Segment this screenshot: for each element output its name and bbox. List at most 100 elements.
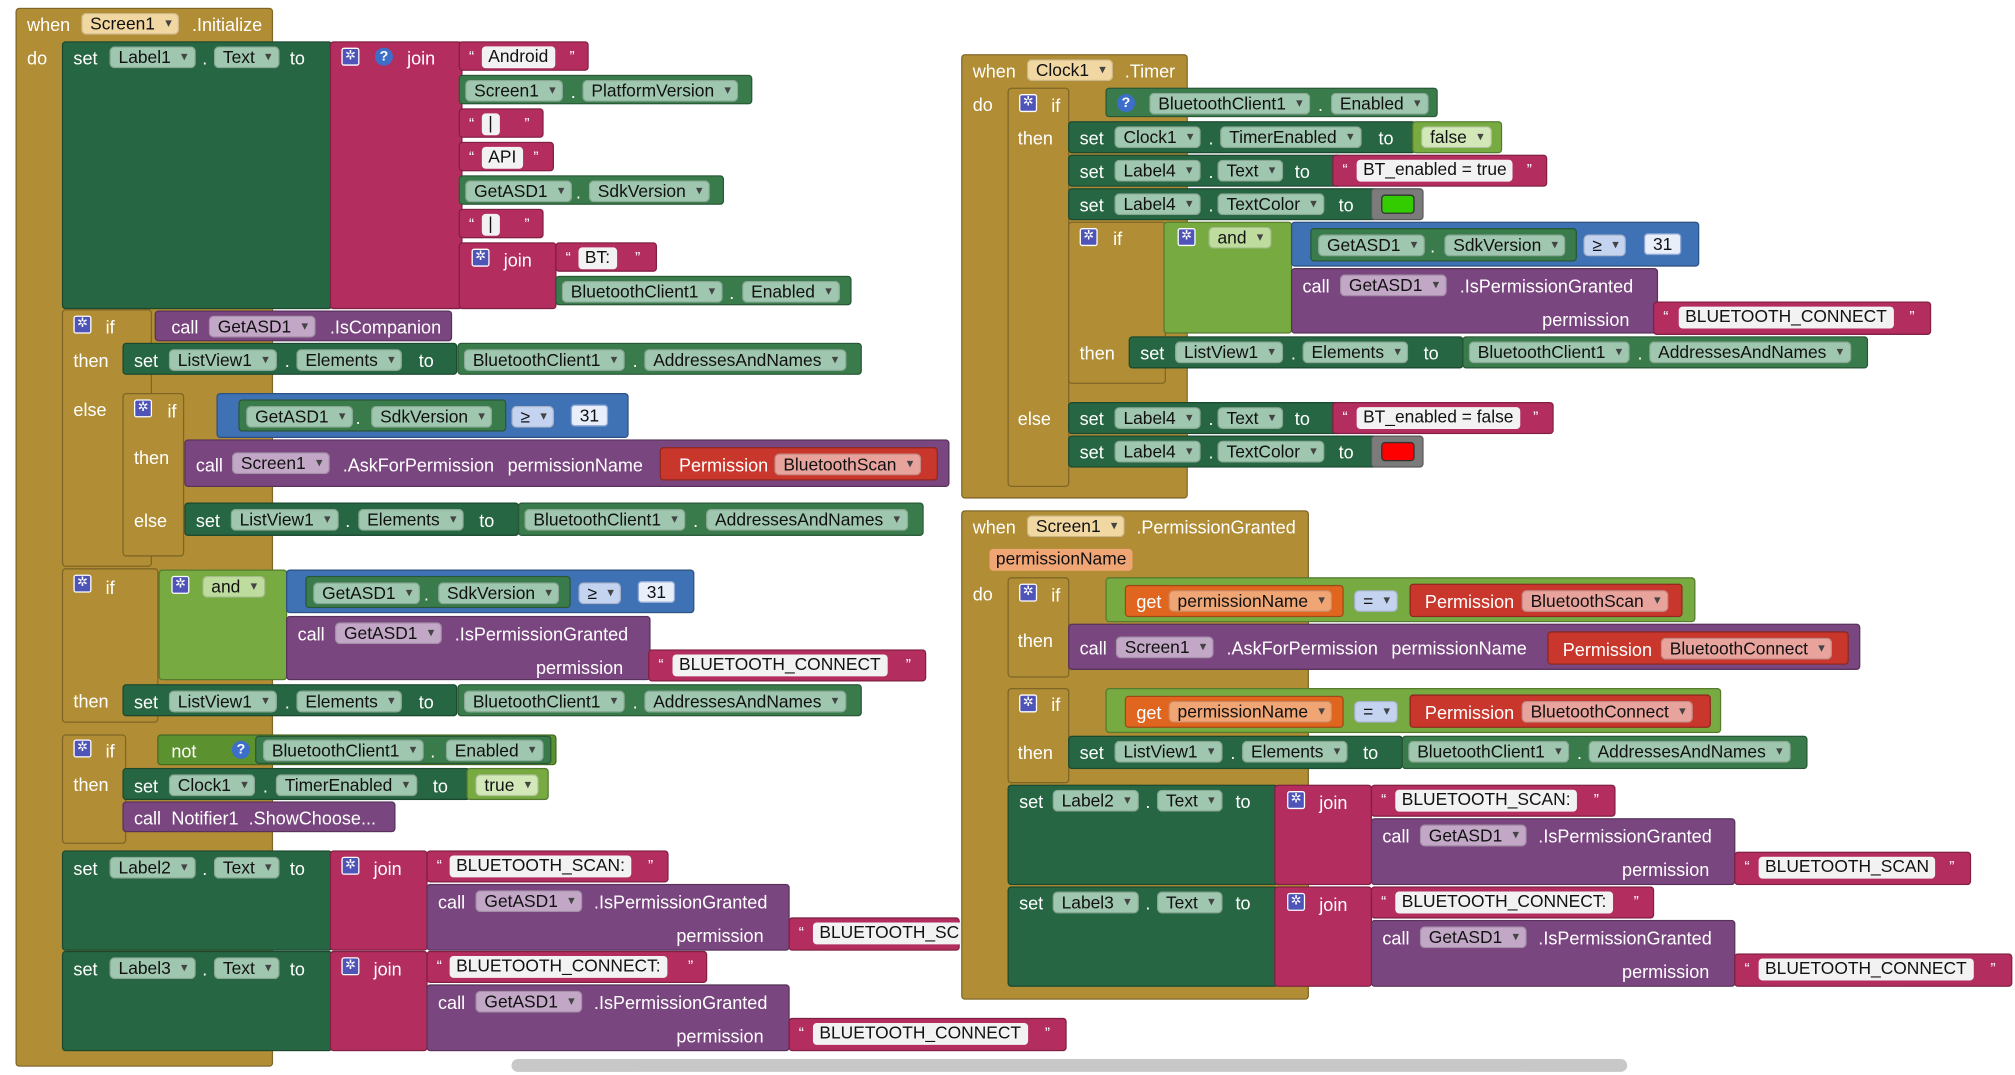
getasd1-dropdown[interactable]: GetASD1 — [1317, 234, 1425, 257]
elements-dropdown[interactable]: Elements — [296, 690, 403, 713]
geq-operator-dropdown[interactable]: ≥ — [1583, 234, 1627, 257]
text-value-android[interactable]: Android — [481, 46, 555, 69]
set-label3-text-block[interactable] — [61, 950, 333, 1052]
bluetoothscan-dropdown[interactable]: BluetoothScan — [774, 453, 921, 476]
screen1-dropdown[interactable]: Screen1 — [81, 12, 180, 35]
bluetoothclient1-dropdown[interactable]: BluetoothClient1 — [1468, 341, 1630, 364]
false-dropdown[interactable]: false — [1421, 126, 1492, 149]
gear-icon[interactable]: ✲ — [341, 957, 360, 976]
text-value-bluetooth-connect[interactable]: BLUETOOTH_CONNECT — [1678, 306, 1894, 329]
number-31[interactable]: 31 — [637, 581, 676, 603]
text-value-pipe[interactable]: | — [481, 213, 500, 236]
getasd1-dropdown[interactable]: GetASD1 — [246, 405, 354, 428]
gear-icon[interactable]: ✲ — [1177, 228, 1196, 247]
listview1-dropdown[interactable]: ListView1 — [168, 349, 277, 372]
text-pipe[interactable] — [458, 108, 544, 138]
text-value-bluetooth-scan[interactable]: BLUETOOTH_SCAN — [1758, 856, 1936, 879]
label2-dropdown[interactable]: Label2 — [109, 856, 196, 879]
if-connect-block[interactable] — [1007, 687, 1070, 784]
permissionname-dropdown[interactable]: permissionName — [1168, 700, 1333, 723]
gear-icon[interactable]: ✲ — [1019, 694, 1038, 713]
textcolor-dropdown[interactable]: TextColor — [1217, 193, 1325, 216]
label1-dropdown[interactable]: Label1 — [109, 46, 196, 69]
bluetoothclient1-dropdown[interactable]: BluetoothClient1 — [463, 690, 625, 713]
sdkversion-dropdown[interactable]: SdkVersion — [1444, 234, 1566, 257]
gear-icon[interactable]: ✲ — [133, 399, 153, 418]
text-value-bluetooth-scan-cut[interactable]: BLUETOOTH_SC — [812, 922, 966, 945]
platformversion-dropdown[interactable]: PlatformVersion — [582, 79, 739, 102]
label4-dropdown[interactable]: Label4 — [1114, 193, 1201, 216]
elements-dropdown[interactable]: Elements — [1302, 341, 1409, 364]
addressesandnames-dropdown[interactable]: AddressesAndNames — [706, 508, 908, 531]
and-operator-dropdown[interactable]: and — [202, 575, 265, 598]
listview1-dropdown[interactable]: ListView1 — [230, 508, 339, 531]
horizontal-scrollbar[interactable] — [511, 1059, 1628, 1072]
eq-operator-dropdown[interactable]: = — [1354, 590, 1398, 612]
set-label1-text-block[interactable] — [61, 41, 333, 310]
gear-icon[interactable]: ✲ — [73, 574, 92, 593]
screen1-dropdown[interactable]: Screen1 — [1115, 636, 1215, 659]
text-pipe-2[interactable] — [458, 208, 544, 239]
timerenabled-dropdown[interactable]: TimerEnabled — [1220, 126, 1362, 149]
gear-icon[interactable]: ✲ — [1019, 94, 1038, 113]
bluetoothclient1-dropdown[interactable]: BluetoothClient1 — [561, 280, 723, 303]
number-31[interactable]: 31 — [570, 404, 609, 427]
if-sdkversion-block[interactable] — [122, 392, 185, 557]
help-icon[interactable]: ? — [374, 47, 393, 66]
addressesandnames-dropdown[interactable]: AddressesAndNames — [644, 349, 846, 372]
join-block[interactable] — [329, 41, 463, 310]
label3-dropdown[interactable]: Label3 — [1052, 891, 1139, 914]
text-value-bluetooth-connect[interactable]: BLUETOOTH_CONNECT — [672, 654, 888, 677]
true-dropdown[interactable]: true — [475, 774, 539, 797]
text-value-bluetooth-connect-label[interactable]: BLUETOOTH_CONNECT: — [1395, 891, 1613, 914]
gear-icon[interactable]: ✲ — [73, 315, 92, 334]
gear-icon[interactable]: ✲ — [341, 47, 360, 66]
bluetoothconnect-dropdown[interactable]: BluetoothConnect — [1660, 637, 1833, 660]
gear-icon[interactable]: ✲ — [1287, 892, 1306, 911]
getasd1-dropdown[interactable]: GetASD1 — [1419, 926, 1527, 949]
text-value-bluetooth-connect[interactable]: BLUETOOTH_CONNECT — [1758, 958, 1974, 981]
text-prop-dropdown[interactable]: Text — [1156, 789, 1223, 812]
clock1-dropdown[interactable]: Clock1 — [1114, 126, 1202, 149]
getasd1-dropdown[interactable]: GetASD1 — [475, 990, 583, 1013]
getasd1-dropdown[interactable]: GetASD1 — [475, 890, 583, 913]
getasd1-dropdown[interactable]: GetASD1 — [1339, 274, 1447, 297]
label3-dropdown[interactable]: Label3 — [109, 957, 196, 980]
eq-operator-dropdown[interactable]: = — [1354, 700, 1398, 723]
label4-dropdown[interactable]: Label4 — [1114, 407, 1201, 430]
and-operator-dropdown[interactable]: and — [1208, 226, 1272, 249]
text-value-bt-enabled-true[interactable]: BT_enabled = true — [1356, 159, 1514, 182]
label4-dropdown[interactable]: Label4 — [1114, 159, 1201, 182]
text-value-bluetooth-scan-label[interactable]: BLUETOOTH_SCAN: — [449, 855, 632, 878]
bluetoothclient1-dropdown[interactable]: BluetoothClient1 — [1149, 92, 1311, 115]
sdkversion-dropdown[interactable]: SdkVersion — [588, 180, 711, 203]
elements-dropdown[interactable]: Elements — [358, 508, 465, 531]
text-value-api[interactable]: API — [481, 146, 523, 169]
listview1-dropdown[interactable]: ListView1 — [1114, 740, 1223, 763]
text-value-pipe[interactable]: | — [481, 113, 500, 136]
enabled-dropdown[interactable]: Enabled — [742, 280, 840, 303]
screen1-dropdown[interactable]: Screen1 — [231, 452, 331, 475]
getasd1-dropdown[interactable]: GetASD1 — [313, 582, 421, 605]
gear-icon[interactable]: ✲ — [471, 248, 490, 267]
text-prop-dropdown[interactable]: Text — [1156, 891, 1223, 914]
enabled-dropdown[interactable]: Enabled — [1330, 92, 1429, 115]
help-icon[interactable]: ? — [231, 740, 250, 759]
addressesandnames-dropdown[interactable]: AddressesAndNames — [1649, 341, 1851, 364]
sdkversion-dropdown[interactable]: SdkVersion — [438, 582, 560, 605]
bluetoothscan-dropdown[interactable]: BluetoothScan — [1521, 590, 1669, 612]
if-scan-block[interactable] — [1007, 577, 1070, 678]
sdkversion-dropdown[interactable]: SdkVersion — [371, 405, 493, 428]
bluetoothclient1-dropdown[interactable]: BluetoothClient1 — [524, 508, 686, 531]
bluetoothclient1-dropdown[interactable]: BluetoothClient1 — [262, 739, 424, 762]
bluetoothconnect-dropdown[interactable]: BluetoothConnect — [1521, 700, 1694, 723]
text-prop-dropdown[interactable]: Text — [1217, 159, 1283, 182]
call-notifier1-showchoose[interactable] — [122, 801, 396, 833]
getasd1-dropdown[interactable]: GetASD1 — [208, 315, 316, 338]
listview1-dropdown[interactable]: ListView1 — [1174, 341, 1283, 364]
gear-icon[interactable]: ✲ — [341, 856, 360, 875]
green-color-swatch[interactable] — [1381, 194, 1415, 214]
label2-dropdown[interactable]: Label2 — [1052, 789, 1139, 812]
screen1-dropdown[interactable]: Screen1 — [1026, 515, 1126, 538]
text-prop-dropdown[interactable]: Text — [213, 856, 280, 879]
